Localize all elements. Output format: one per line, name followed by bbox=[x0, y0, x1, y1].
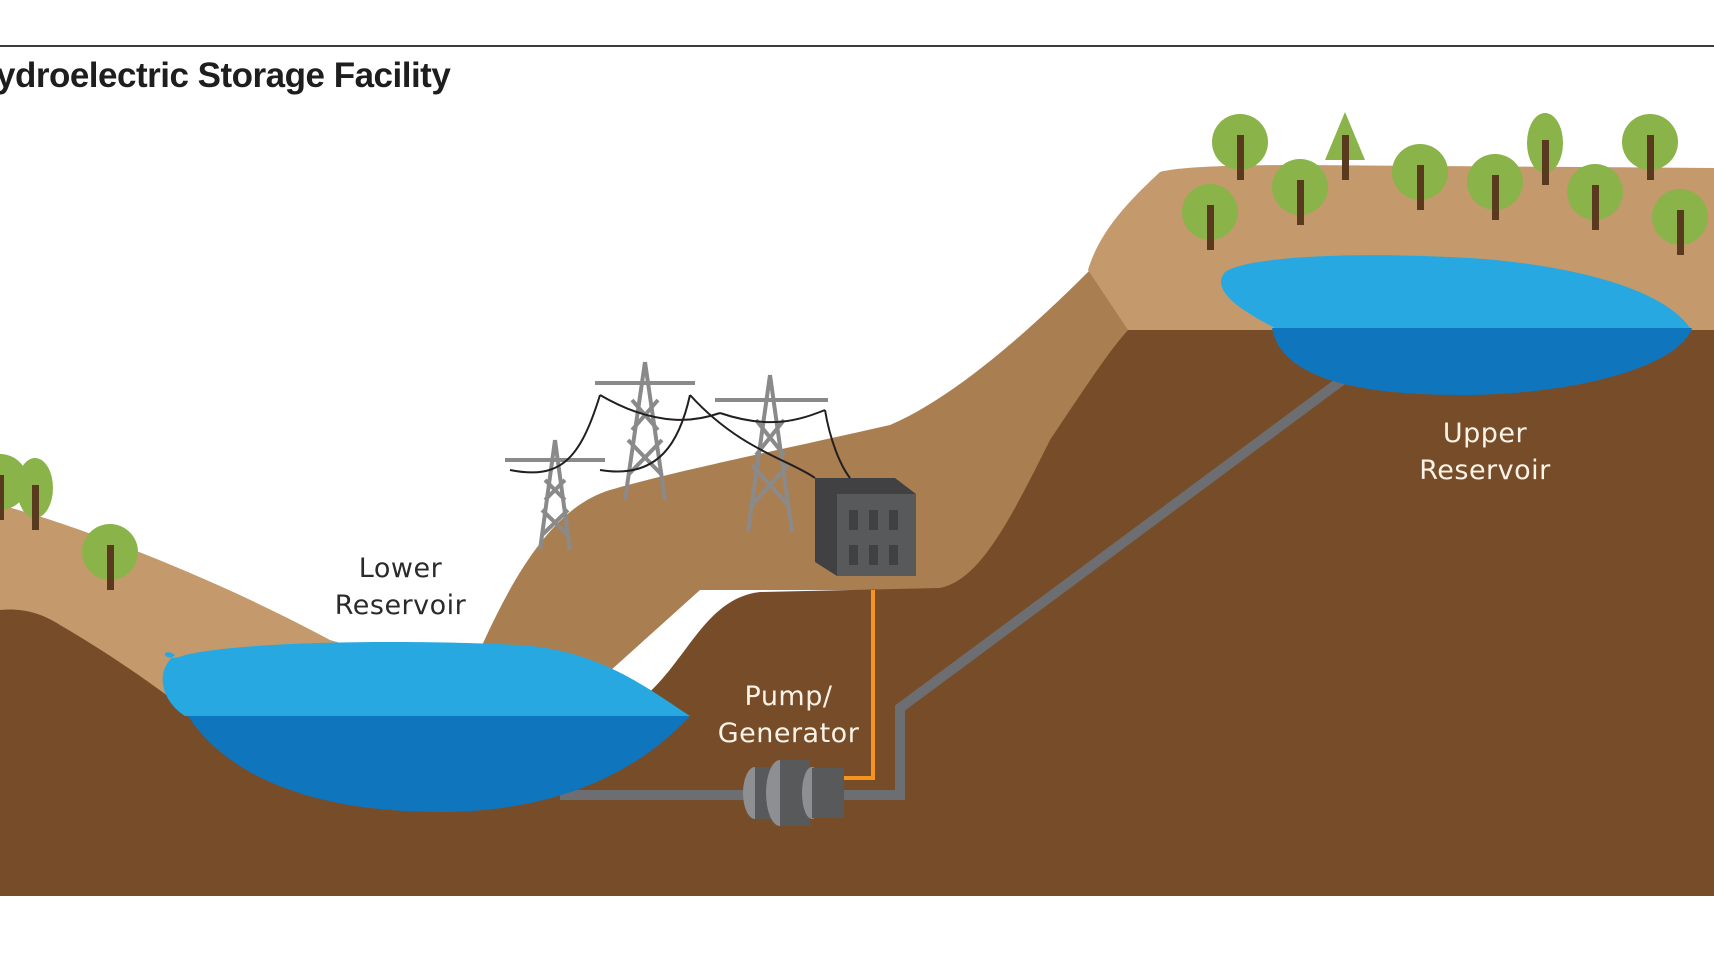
lower-reservoir-label: Lower Reservoir bbox=[318, 550, 483, 624]
tree-icon bbox=[1325, 112, 1365, 180]
lower-reservoir-label-line1: Lower bbox=[358, 553, 443, 584]
lower-reservoir-label-line2: Reservoir bbox=[334, 590, 467, 621]
pump-generator-label-line2: Generator bbox=[717, 718, 860, 749]
tree-icon bbox=[1467, 154, 1523, 220]
tree-icon bbox=[0, 454, 28, 520]
tree-icon bbox=[1272, 159, 1328, 225]
diagram-title: ydroelectric Storage Facility bbox=[0, 56, 451, 95]
upper-reservoir-label: Upper Reservoir bbox=[1405, 415, 1565, 489]
upper-reservoir-label-line2: Reservoir bbox=[1419, 455, 1551, 486]
top-rule bbox=[0, 45, 1714, 47]
lower-reservoir bbox=[162, 642, 690, 812]
tree-icon bbox=[1212, 114, 1268, 180]
powerhouse bbox=[815, 478, 916, 576]
tree-icon bbox=[1652, 189, 1708, 255]
pump-generator bbox=[743, 760, 844, 826]
upper-reservoir-label-line1: Upper bbox=[1442, 418, 1528, 449]
tower-3 bbox=[715, 374, 828, 533]
transmission-towers bbox=[505, 361, 828, 551]
power-cables bbox=[509, 394, 851, 479]
tower-1 bbox=[505, 439, 605, 551]
tree-icon bbox=[82, 524, 138, 590]
pump-generator-label-line1: Pump/ bbox=[744, 681, 833, 712]
tree-icon bbox=[1622, 114, 1678, 180]
tree-icon bbox=[1392, 144, 1448, 210]
trees bbox=[0, 112, 1708, 590]
upper-reservoir bbox=[1221, 255, 1692, 395]
power-conduit bbox=[840, 590, 875, 780]
tree-icon bbox=[1567, 164, 1623, 230]
tree-icon bbox=[1527, 113, 1563, 185]
pump-generator-label: Pump/ Generator bbox=[706, 678, 871, 752]
tree-icon bbox=[1182, 184, 1238, 250]
penstock-pipe bbox=[560, 373, 1348, 800]
